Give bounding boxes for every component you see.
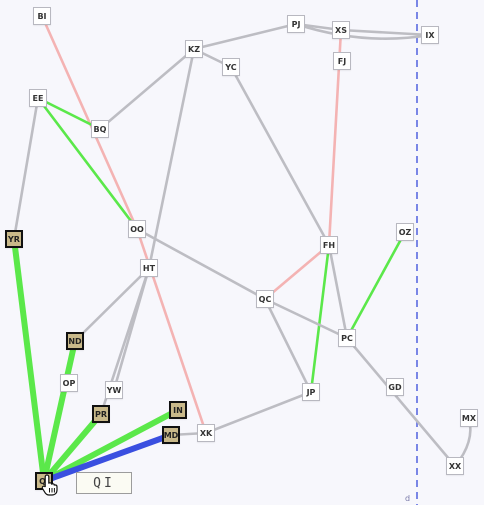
node-yw[interactable]: YW <box>105 381 123 399</box>
node-tooltip: QI <box>76 472 132 494</box>
edge-pj-kz[interactable] <box>192 22 298 51</box>
node-gd[interactable]: GD <box>386 378 404 396</box>
edge-kz-ht[interactable] <box>147 47 196 270</box>
edge-nd-qi[interactable] <box>41 338 78 484</box>
node-yc[interactable]: YC <box>222 58 240 76</box>
edge-oo-qc[interactable] <box>135 227 267 301</box>
node-pj[interactable]: PJ <box>287 15 305 33</box>
node-label: IN <box>173 405 183 415</box>
node-label: ND <box>68 336 82 346</box>
edge-ee-oo[interactable] <box>36 96 139 231</box>
node-label: YC <box>225 62 237 72</box>
node-label: EE <box>32 93 44 103</box>
node-label: YR <box>8 234 20 244</box>
node-fh[interactable]: FH <box>320 236 338 254</box>
edge-qc-pc[interactable] <box>263 297 349 340</box>
edge-pc-xx[interactable] <box>345 336 457 468</box>
node-oz[interactable]: OZ <box>396 223 414 241</box>
edge-fh-qc[interactable] <box>263 243 331 301</box>
node-label: BI <box>37 11 47 21</box>
node-fj[interactable]: FJ <box>333 52 351 70</box>
node-xs[interactable]: XS <box>332 21 350 39</box>
hand-pointer-icon <box>41 474 58 496</box>
node-in[interactable]: IN <box>169 401 187 419</box>
node-label: QC <box>258 294 272 304</box>
node-bi[interactable]: BI <box>33 7 51 25</box>
node-pr[interactable]: PR <box>92 405 110 423</box>
node-label: JP <box>306 387 316 397</box>
node-label: MX <box>461 413 477 423</box>
node-ht[interactable]: HT <box>140 259 158 277</box>
node-label: IX <box>425 30 435 40</box>
edge-yc-fh[interactable] <box>229 65 331 247</box>
node-label: OO <box>130 224 144 234</box>
node-label: XK <box>199 428 213 438</box>
node-jp[interactable]: JP <box>302 383 320 401</box>
node-label: PR <box>94 409 108 419</box>
edge-jp-xk[interactable] <box>204 390 313 435</box>
node-xk[interactable]: XK <box>197 424 215 442</box>
edge-fh-jp[interactable] <box>309 243 331 394</box>
edge-fh-pc[interactable] <box>327 243 349 340</box>
node-nd[interactable]: ND <box>66 332 84 350</box>
edge-ee-bq[interactable] <box>36 96 102 131</box>
node-label: HT <box>142 263 156 273</box>
node-md[interactable]: MD <box>162 426 180 444</box>
edge-md-qi[interactable] <box>41 432 174 484</box>
node-ee[interactable]: EE <box>29 89 47 107</box>
node-label: XX <box>448 461 462 471</box>
node-oo[interactable]: OO <box>128 220 146 238</box>
node-kz[interactable]: KZ <box>185 40 203 58</box>
node-label: YW <box>106 385 122 395</box>
node-label: MD <box>163 430 179 440</box>
edge-ee-yr[interactable] <box>12 96 40 241</box>
node-op[interactable]: OP <box>60 374 78 392</box>
node-qc[interactable]: QC <box>256 290 274 308</box>
edge-yr-qi[interactable] <box>11 236 47 484</box>
node-label: GD <box>388 382 402 392</box>
node-pc[interactable]: PC <box>338 329 356 347</box>
node-label: OZ <box>398 227 412 237</box>
edge-oz-pc[interactable] <box>345 230 407 340</box>
node-mx[interactable]: MX <box>460 409 478 427</box>
node-yr[interactable]: YR <box>5 230 23 248</box>
node-label: PJ <box>291 19 301 29</box>
edge-kz-bq[interactable] <box>98 47 196 131</box>
divider-label: d <box>405 494 411 503</box>
edge-ht-nd[interactable] <box>73 266 151 343</box>
edge-pj-ix[interactable] <box>294 22 432 40</box>
node-xx[interactable]: XX <box>446 457 464 475</box>
edge-pr-qi[interactable] <box>41 411 104 484</box>
edge-in-qi[interactable] <box>41 407 181 484</box>
node-label: XS <box>335 25 347 35</box>
node-ix[interactable]: IX <box>421 26 439 44</box>
node-label: PC <box>341 333 353 343</box>
node-label: KZ <box>188 44 200 54</box>
node-label: OP <box>62 378 76 388</box>
edge-qc-jp[interactable] <box>263 297 313 394</box>
node-bq[interactable]: BQ <box>91 120 109 138</box>
edge-xs-ix[interactable] <box>339 28 432 37</box>
node-label: FH <box>322 240 336 250</box>
node-label: BQ <box>93 124 107 134</box>
node-label: FJ <box>337 56 347 66</box>
